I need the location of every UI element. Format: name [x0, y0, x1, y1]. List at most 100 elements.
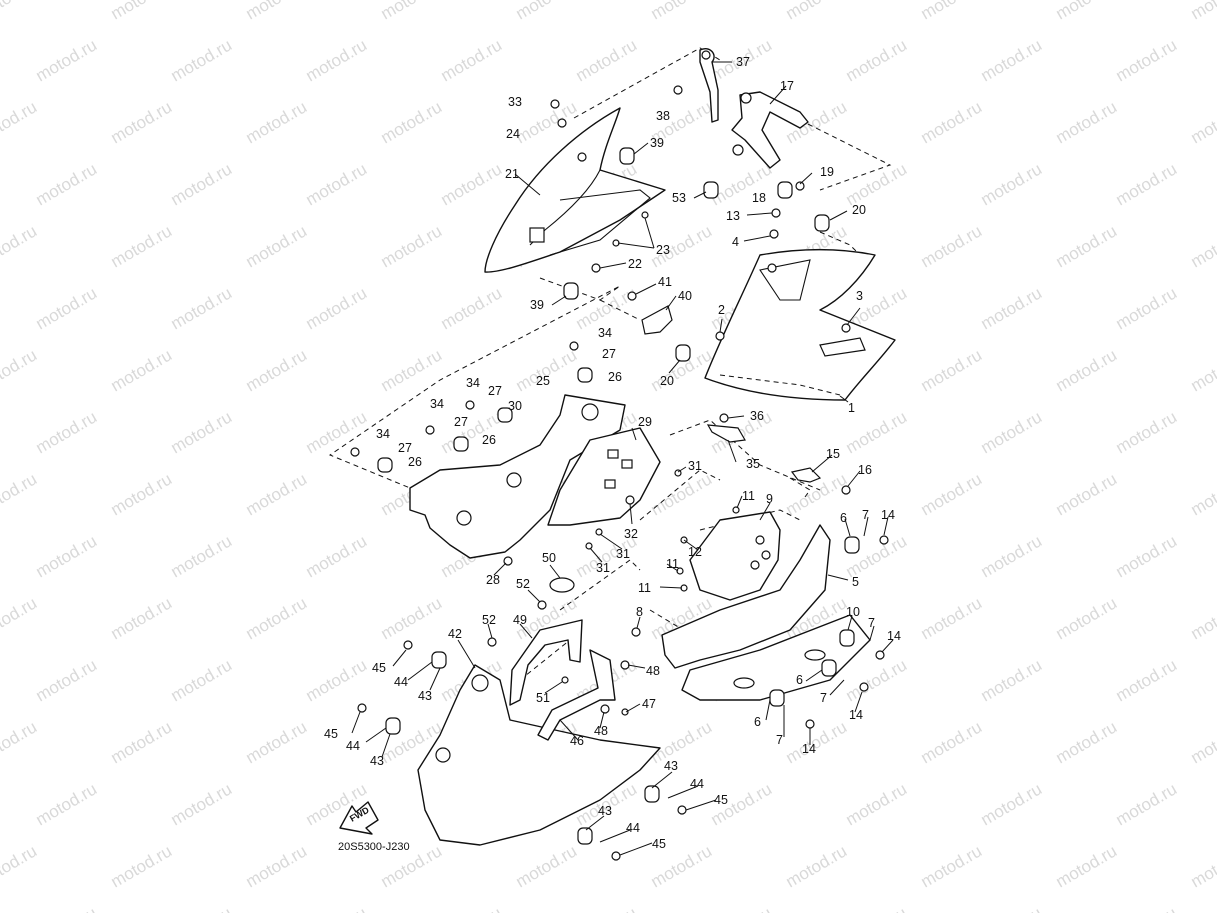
watermark-text: motod.ru [168, 159, 236, 209]
part-42-under-cowling [417, 664, 661, 846]
watermark-text: motod.ru [243, 469, 311, 519]
callout-c53: 53 [672, 191, 686, 205]
callout-c14d: 14 [802, 742, 816, 756]
part-1-side-cowling [704, 249, 896, 401]
watermark-text: motod.ru [0, 221, 40, 271]
watermark-text: motod.ru [168, 779, 236, 829]
callout-c45d: 45 [652, 837, 666, 851]
watermark-text: motod.ru [1053, 0, 1121, 23]
watermark-text: motod.ru [303, 655, 371, 705]
callout-c34d: 34 [376, 427, 390, 441]
watermark-text: motod.ru [1188, 841, 1217, 891]
watermark-text: motod.ru [843, 35, 911, 85]
watermark-text: motod.ru [108, 717, 176, 767]
callout-c28: 28 [486, 573, 500, 587]
part-46-stay [537, 649, 616, 741]
part-37-bracket [699, 48, 719, 123]
callout-c48a: 48 [646, 664, 660, 678]
callout-c44c: 44 [690, 777, 704, 791]
watermark-text: motod.ru [708, 903, 776, 913]
watermark-text: motod.ru [1188, 221, 1217, 271]
callout-c11a: 11 [742, 489, 755, 503]
callout-c4: 4 [732, 235, 739, 249]
part-25-inner-panel [409, 394, 626, 559]
watermark-text: motod.ru [33, 903, 101, 913]
watermark-text: motod.ru [438, 283, 506, 333]
watermark-text: motod.ru [0, 345, 40, 395]
callout-c43b: 43 [370, 754, 384, 768]
watermark-text: motod.ru [108, 221, 176, 271]
watermark-text: motod.ru [33, 283, 101, 333]
callout-c52b: 52 [482, 613, 496, 627]
watermark-text: motod.ru [783, 717, 851, 767]
watermark-text: motod.ru [33, 35, 101, 85]
callout-c20b: 20 [660, 374, 674, 388]
watermark-text: motod.ru [303, 903, 371, 913]
callout-c7d: 7 [776, 733, 783, 747]
watermark-text: motod.ru [918, 221, 986, 271]
callout-c19: 19 [820, 165, 834, 179]
callout-c15: 15 [826, 447, 840, 461]
watermark-text: motod.ru [1053, 221, 1121, 271]
watermark-text: motod.ru [378, 0, 446, 23]
callout-c20a: 20 [852, 203, 866, 217]
watermark-text: motod.ru [648, 0, 716, 23]
watermark-text: motod.ru [1113, 655, 1181, 705]
callout-c46: 46 [570, 734, 584, 748]
callout-c47: 47 [642, 697, 656, 711]
callout-c27a: 27 [602, 347, 616, 361]
callout-c5: 5 [852, 575, 859, 589]
watermark-text: motod.ru [378, 593, 446, 643]
callout-c35: 35 [746, 457, 760, 471]
watermark-text: motod.ru [438, 35, 506, 85]
watermark-text: motod.ru [108, 97, 176, 147]
callout-c11b: 11 [666, 557, 679, 571]
callout-c13: 13 [726, 209, 740, 223]
callout-c44d: 44 [626, 821, 640, 835]
watermark-text: motod.ru [918, 0, 986, 23]
watermark-text: motod.ru [1188, 717, 1217, 767]
callout-c39b: 39 [530, 298, 544, 312]
watermark-text: motod.ru [33, 531, 101, 581]
callout-c23: 23 [656, 243, 670, 257]
callout-c10: 10 [846, 605, 860, 619]
watermark-text: motod.ru [108, 345, 176, 395]
watermark-text: motod.ru [243, 593, 311, 643]
leader-lines [351, 61, 894, 856]
callout-c26b: 26 [482, 433, 496, 447]
watermark-text: motod.ru [168, 655, 236, 705]
watermark-text: motod.ru [1053, 97, 1121, 147]
watermark-text: motod.ru [168, 407, 236, 457]
callout-c6a: 6 [840, 511, 847, 525]
callout-c42: 42 [448, 627, 462, 641]
callout-c48b: 48 [594, 724, 608, 738]
watermark-text: motod.ru [438, 159, 506, 209]
fwd-arrow-icon: FWD [339, 801, 379, 835]
watermark-text: motod.ru [243, 97, 311, 147]
callout-c30: 30 [508, 399, 522, 413]
watermark-text: motod.ru [978, 283, 1046, 333]
callout-c18: 18 [752, 191, 766, 205]
watermark-text: motod.ru [0, 469, 40, 519]
watermark-text: motod.ru [783, 0, 851, 23]
watermark-text: motod.ru [1053, 593, 1121, 643]
watermark-text: motod.ru [978, 779, 1046, 829]
watermark-text: motod.ru [648, 717, 716, 767]
watermark-text: motod.ru [843, 655, 911, 705]
watermark-text: motod.ru [843, 903, 911, 913]
callout-c27b: 27 [488, 384, 502, 398]
callout-c11c: 11 [638, 581, 651, 595]
callout-c50: 50 [542, 551, 556, 565]
callout-c40: 40 [678, 289, 692, 303]
callout-c41: 41 [658, 275, 672, 289]
callout-c16: 16 [858, 463, 872, 477]
callout-c45b: 45 [324, 727, 338, 741]
callout-c25: 25 [536, 374, 550, 388]
watermark-text: motod.ru [108, 0, 176, 23]
callout-c45c: 45 [714, 793, 728, 807]
watermark-text: motod.ru [978, 531, 1046, 581]
callout-c44b: 44 [346, 739, 360, 753]
callout-c34c: 34 [430, 397, 444, 411]
